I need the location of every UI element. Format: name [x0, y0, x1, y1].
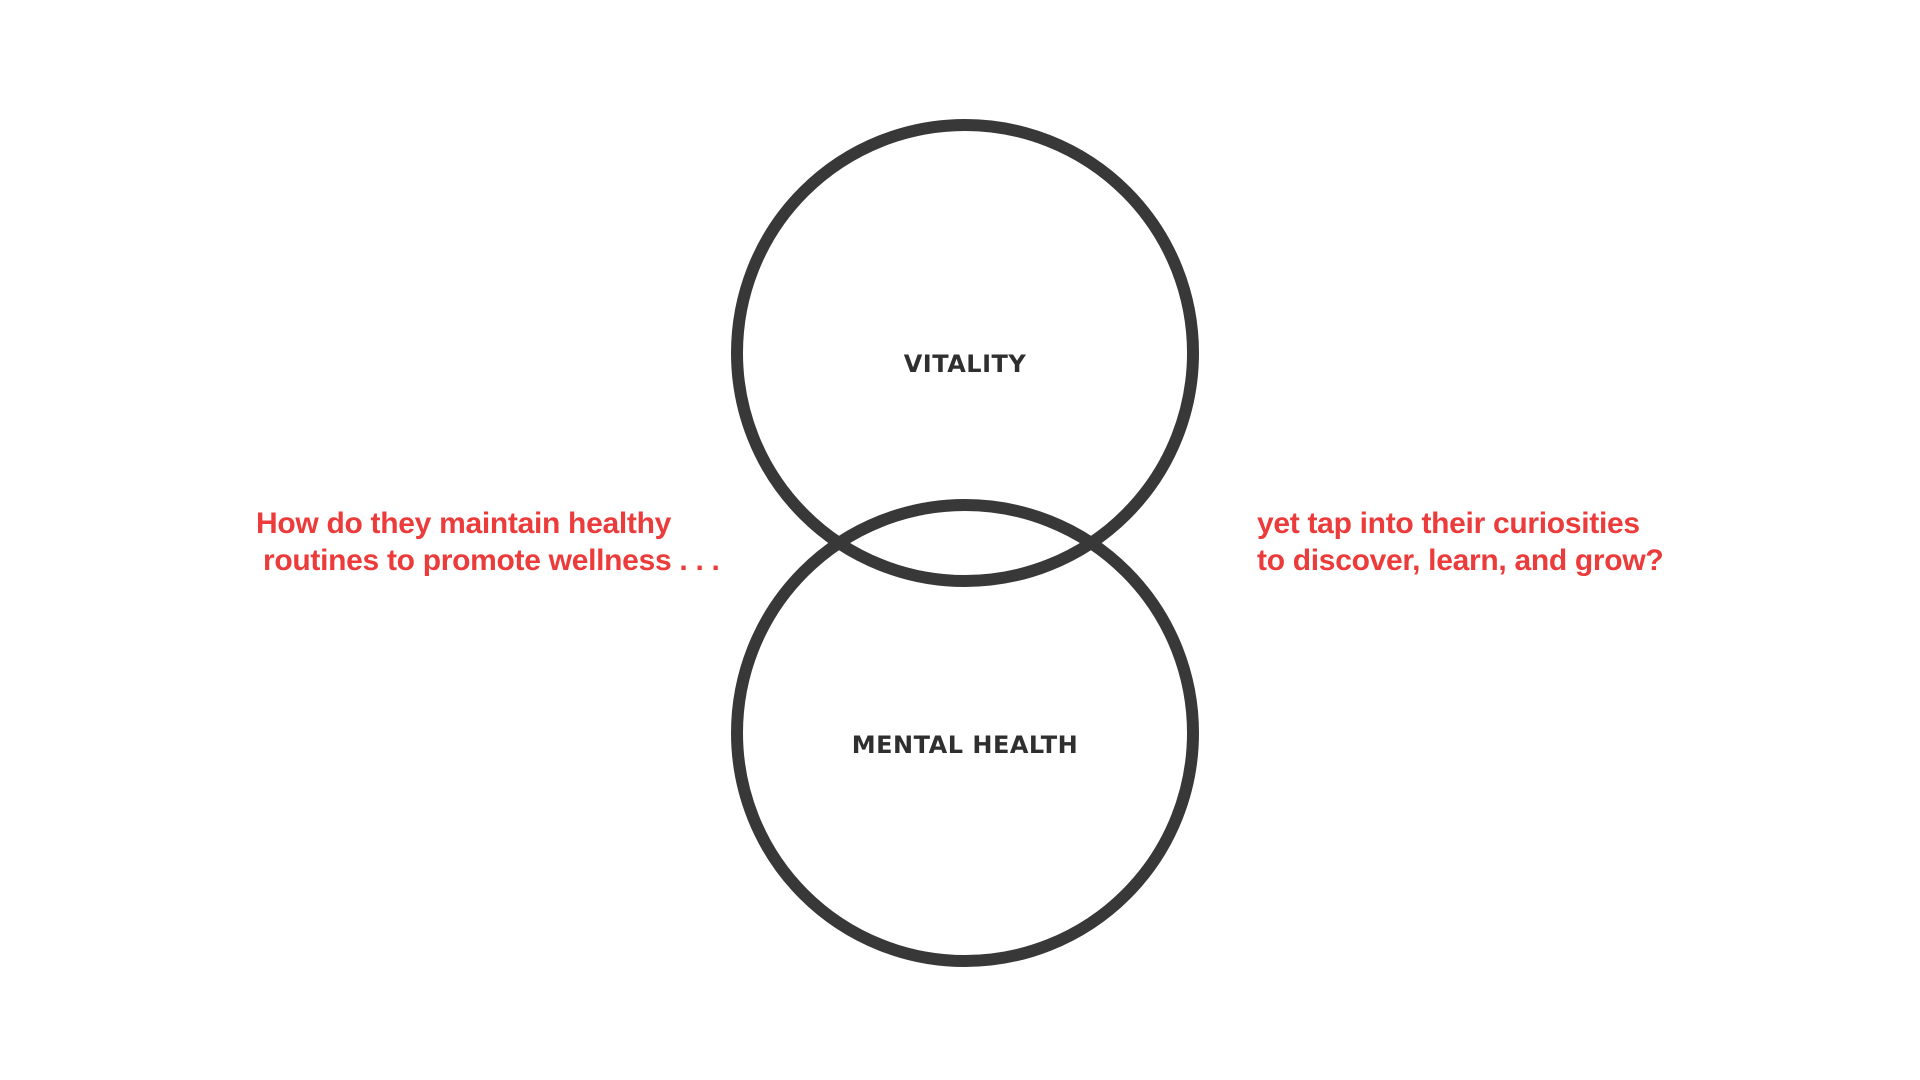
mental-health-circle — [731, 499, 1199, 967]
right-question: yet tap into their curiosities to discov… — [1257, 505, 1697, 579]
left-question-line-1: How do they maintain healthy — [256, 507, 671, 540]
left-question-line-2: routines to promote wellness . . . — [263, 544, 720, 577]
right-question-line-2: to discover, learn, and grow? — [1257, 544, 1664, 577]
vitality-circle — [731, 119, 1199, 587]
right-question-line-1: yet tap into their curiosities — [1257, 507, 1640, 540]
mental-health-label: MENTAL HEALTH — [852, 731, 1078, 759]
left-question: How do they maintain healthy routines to… — [256, 505, 726, 579]
vitality-label: VITALITY — [904, 350, 1027, 378]
